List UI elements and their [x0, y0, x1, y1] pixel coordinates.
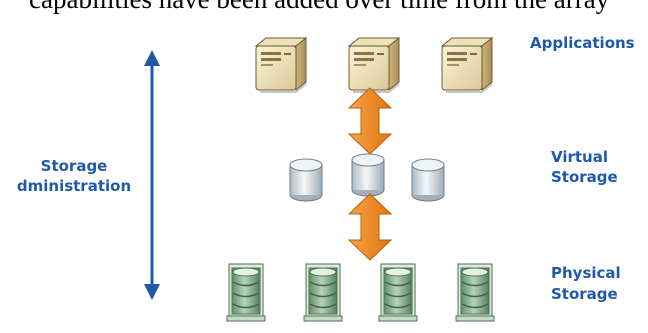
double-arrow-icon — [348, 87, 392, 155]
administration-span-arrow — [144, 50, 160, 300]
cylinder-icon — [351, 153, 385, 197]
disk-array-icon — [303, 263, 343, 322]
server-icon — [255, 37, 307, 93]
storage-administration-label-line2: dministration — [17, 177, 131, 195]
double-arrow-icon — [348, 193, 392, 261]
virtual-storage-label-line1: Virtual — [551, 148, 608, 166]
physical-storage-label-line1: Physical — [551, 264, 621, 282]
server-icon — [441, 37, 493, 93]
virtual-storage-label-line2: Storage — [551, 168, 618, 186]
cylinder-icon — [411, 158, 445, 202]
header-text: capabilities have been added over time f… — [29, 0, 609, 14]
disk-array-icon — [455, 263, 495, 322]
storage-administration-label-line1: Storage — [41, 157, 108, 175]
applications-label: Applications — [530, 34, 635, 52]
physical-storage-label-line2: Storage — [551, 285, 618, 303]
header-text-fragment: capabilities have been added over time f… — [0, 0, 648, 14]
server-icon — [348, 37, 400, 93]
disk-array-icon — [378, 263, 418, 322]
cylinder-icon — [289, 158, 323, 202]
disk-array-icon — [226, 263, 266, 322]
